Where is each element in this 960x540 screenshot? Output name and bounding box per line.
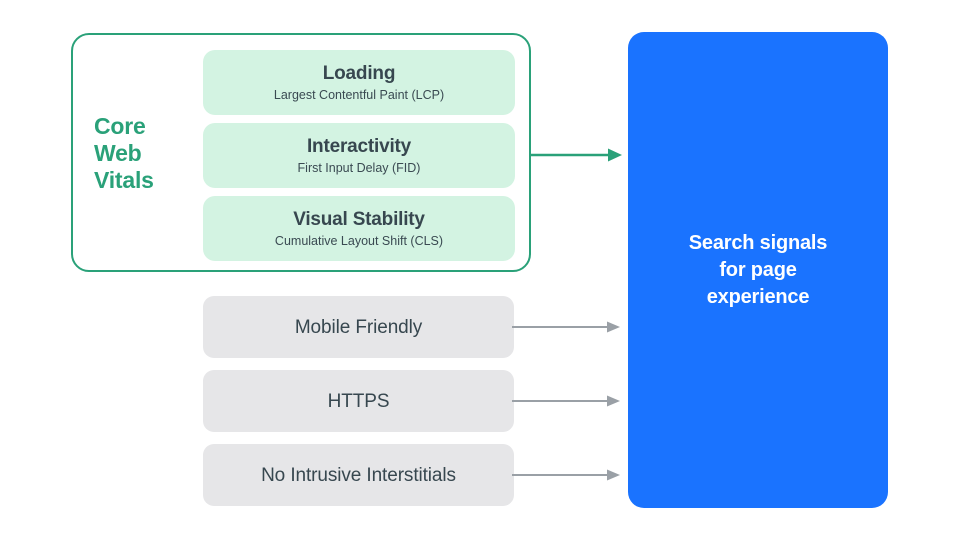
mobile-friendly-arrow-icon [512, 321, 620, 333]
signal-card-https[interactable]: HTTPS [203, 370, 514, 432]
signal-label: Mobile Friendly [294, 316, 423, 338]
https-arrow-icon [512, 395, 620, 407]
metric-subtitle: Cumulative Layout Shift (CLS) [274, 233, 444, 248]
core-web-vitals-label-line-1: Core [94, 113, 146, 139]
metric-title: Loading [322, 62, 396, 84]
metric-card-visual-stability[interactable]: Visual Stability Cumulative Layout Shift… [203, 196, 515, 261]
signal-card-mobile-friendly[interactable]: Mobile Friendly [203, 296, 514, 358]
core-web-vitals-arrow-icon [530, 148, 622, 162]
core-web-vitals-label-line-3: Vitals [94, 167, 154, 193]
no-intrusive-interstitials-arrow-icon [512, 469, 620, 481]
core-web-vitals-label: Core Web Vitals [94, 113, 194, 194]
metric-card-loading[interactable]: Loading Largest Contentful Paint (LCP) [203, 50, 515, 115]
metric-title: Visual Stability [293, 208, 425, 230]
core-web-vitals-label-line-2: Web [94, 140, 142, 166]
signal-label: No Intrusive Interstitials [261, 464, 456, 486]
metric-card-interactivity[interactable]: Interactivity First Input Delay (FID) [203, 123, 515, 188]
signal-card-no-intrusive-interstitials[interactable]: No Intrusive Interstitials [203, 444, 514, 506]
metric-subtitle: First Input Delay (FID) [297, 160, 421, 175]
signal-label: HTTPS [327, 390, 390, 412]
metric-subtitle: Largest Contentful Paint (LCP) [273, 87, 445, 102]
metric-title: Interactivity [306, 135, 412, 157]
search-signals-panel-text: Search signals for page experience [688, 231, 828, 308]
search-signals-panel[interactable]: Search signals for page experience [628, 32, 888, 508]
